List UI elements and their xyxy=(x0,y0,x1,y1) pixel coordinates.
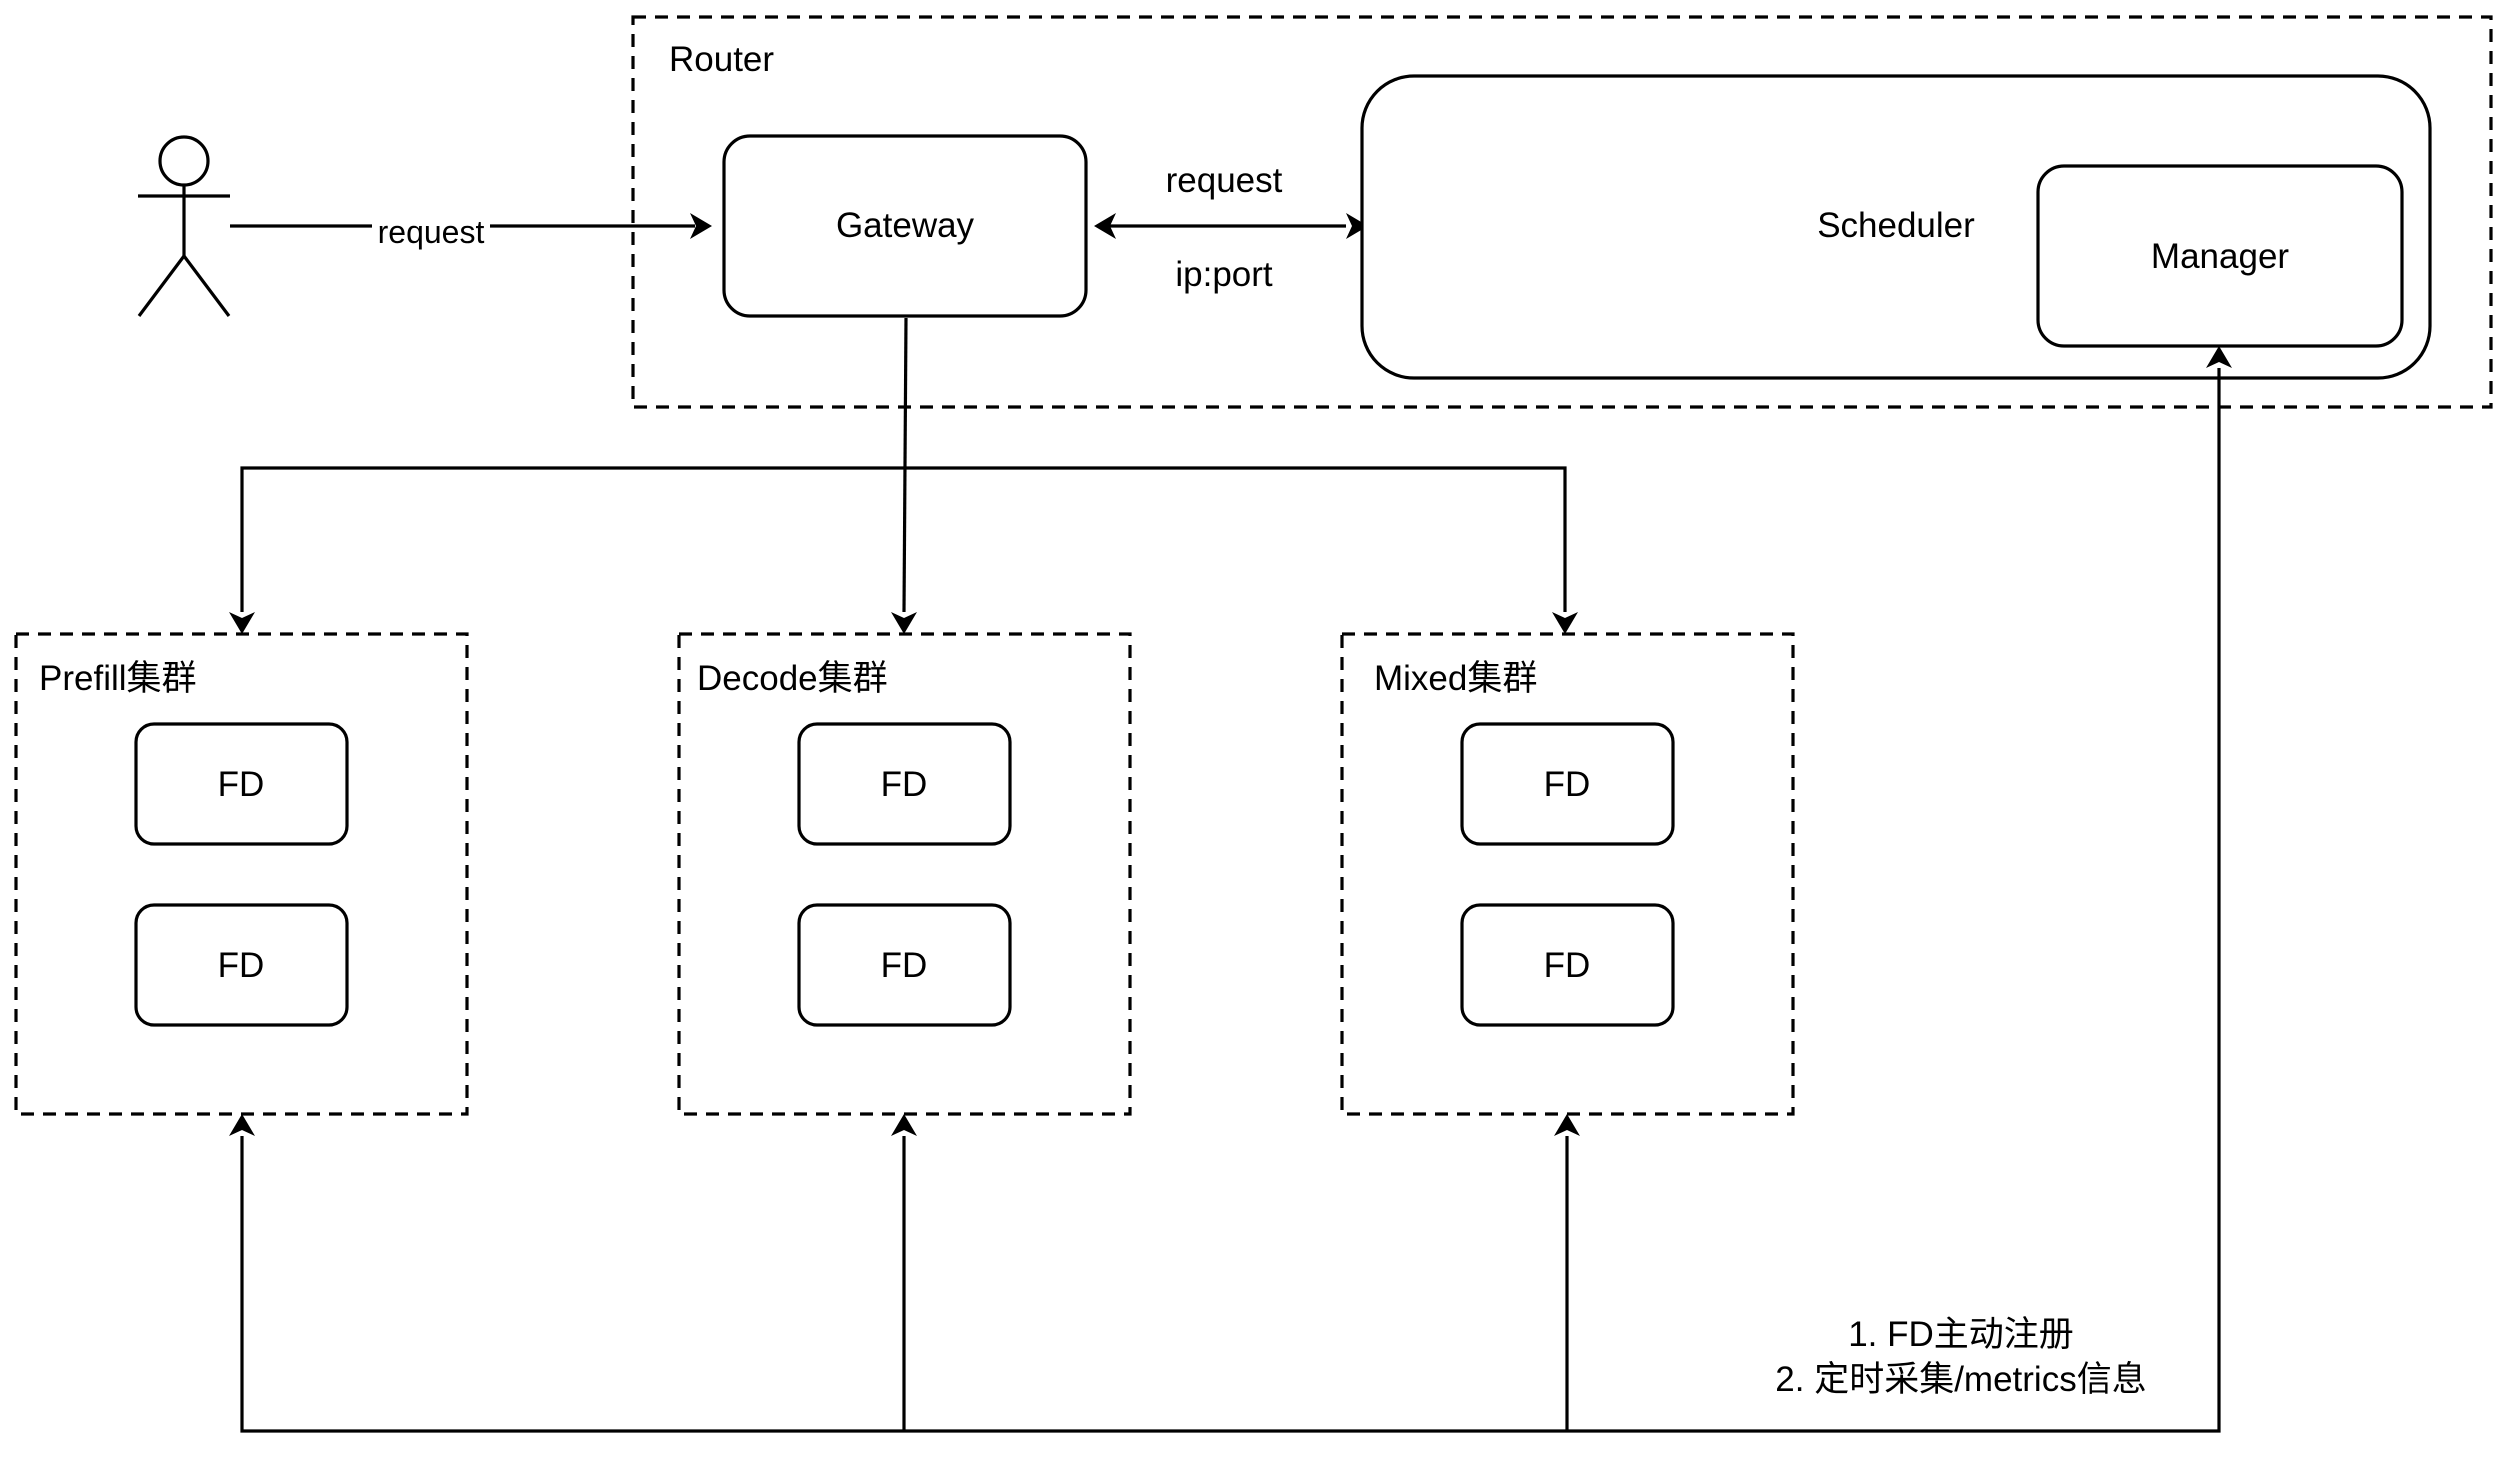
cluster-decode xyxy=(677,632,1132,1116)
fd-node[interactable] xyxy=(134,903,349,1027)
manager-cluster-bus xyxy=(229,346,2232,1433)
gateway-label: Gateway xyxy=(836,206,975,245)
cluster-decode-label: Decode集群 xyxy=(697,659,888,698)
fd-node[interactable] xyxy=(797,722,1012,846)
gateway-dispatch-arrows xyxy=(229,317,1578,634)
user-request-label: request xyxy=(378,214,485,250)
fd-node[interactable] xyxy=(134,722,349,846)
fd-node-label: FD xyxy=(1544,765,1591,804)
gateway-scheduler-arrow xyxy=(1094,213,1368,239)
fd-node-label: FD xyxy=(881,946,928,985)
fd-node[interactable] xyxy=(1460,903,1675,1027)
user-actor-icon xyxy=(137,135,231,317)
router-label: Router xyxy=(669,40,774,79)
manager-box[interactable] xyxy=(2036,164,2404,348)
scheduler-link-top-label: request xyxy=(1166,161,1283,200)
note-line-1: 1. FD主动注册 xyxy=(1848,1315,2074,1354)
fd-node[interactable] xyxy=(1460,722,1675,846)
fd-node-label: FD xyxy=(881,765,928,804)
cluster-mixed xyxy=(1340,632,1795,1116)
gateway-box[interactable] xyxy=(722,134,1088,318)
manager-label: Manager xyxy=(2151,237,2289,276)
fd-node[interactable] xyxy=(797,903,1012,1027)
fd-node-label: FD xyxy=(218,765,265,804)
scheduler-link-bottom-label: ip:port xyxy=(1175,255,1273,294)
cluster-prefill xyxy=(14,632,469,1116)
fd-node-label: FD xyxy=(1544,946,1591,985)
cluster-prefill-label: Prefill集群 xyxy=(39,659,197,698)
note-line-2: 2. 定时采集/metrics信息 xyxy=(1775,1360,2146,1399)
scheduler-label: Scheduler xyxy=(1817,206,1975,245)
fd-node-label: FD xyxy=(218,946,265,985)
router-group xyxy=(631,15,2493,409)
cluster-mixed-label: Mixed集群 xyxy=(1374,659,1537,698)
